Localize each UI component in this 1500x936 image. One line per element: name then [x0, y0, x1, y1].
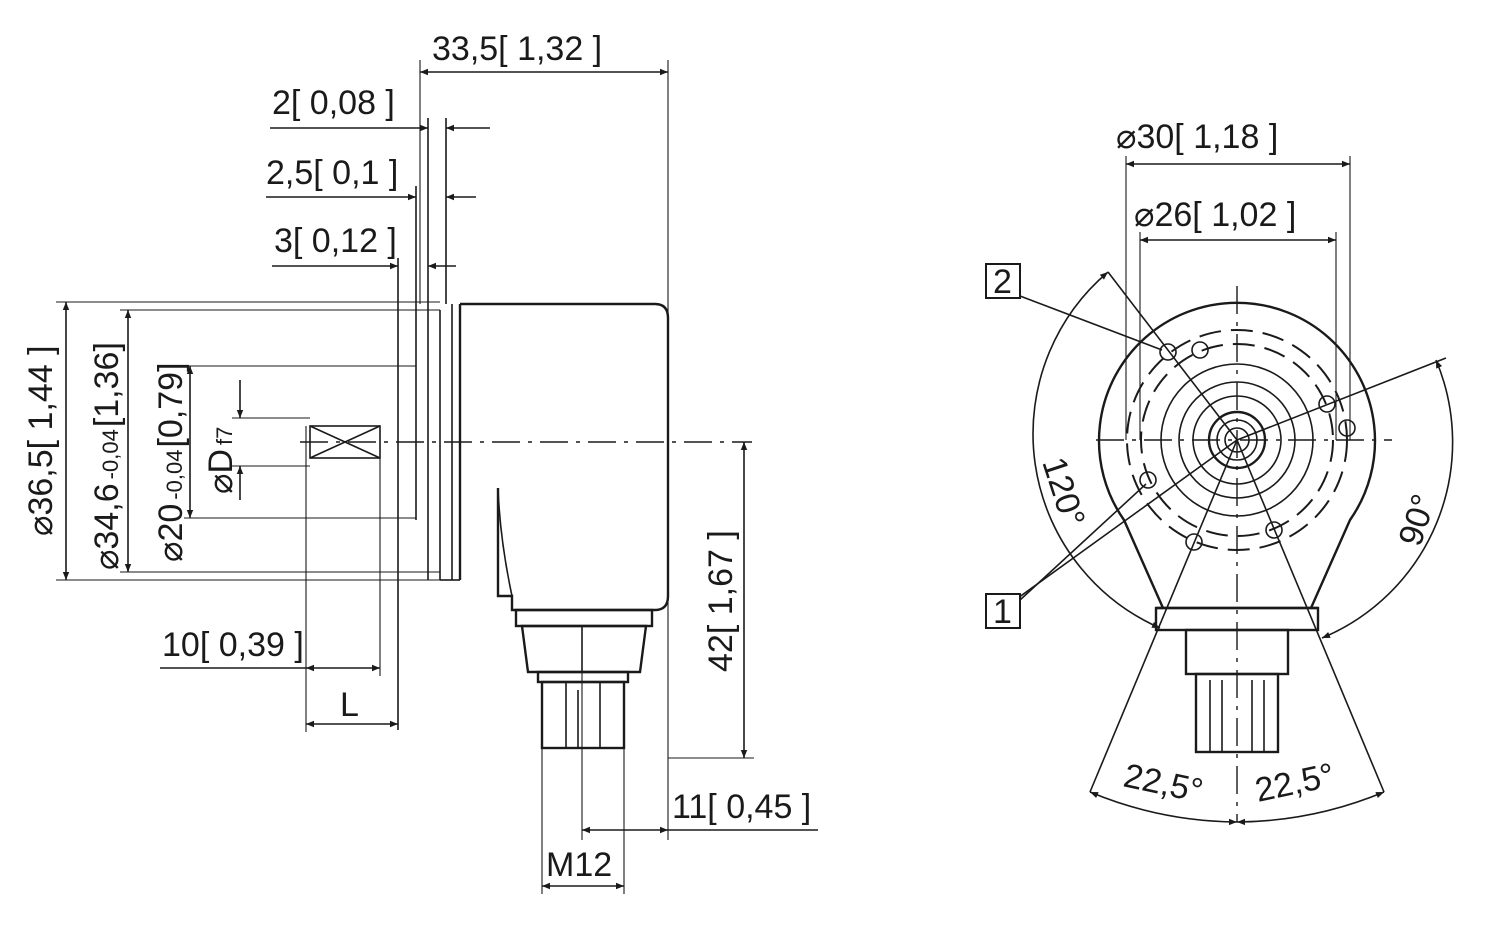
svg-text:⌀34,6-0,04[1,36]: ⌀34,6-0,04[1,36] [88, 342, 126, 570]
dim-flange-diameter: ⌀34,6-0,04[1,36] [88, 310, 132, 572]
svg-text:⌀20-0,04[0,79]: ⌀20-0,04[0,79] [152, 362, 190, 562]
svg-text:1⌀30[ 1,18 ]: 1⌀30[ 1,18 ] [1116, 118, 1278, 156]
svg-text:⌀36,5[ 1,44 ]: ⌀36,5[ 1,44 ] [22, 345, 60, 536]
front-view: 1⌀30[ 1,18 ] ⌀26[ 1,02 ] 2 1 120° [985, 118, 1454, 826]
dim-spigot-diameter: ⌀20-0,04[0,79] [152, 362, 194, 562]
dim-connector-thread: M12 [541, 748, 625, 894]
dim-shaft-depth: 10[ 0,39 ] [160, 426, 381, 732]
label-pcd-inner: 26[ 1,02 ] [1154, 196, 1296, 234]
dim-shaft-diameter: ⌀Df7 [202, 380, 244, 500]
label-shaft-diameter: D [202, 449, 240, 474]
label-spigot-diameter-inch: [0,79] [152, 362, 190, 447]
label-body-diameter: 36,5[ 1,44 ] [22, 345, 60, 515]
dim-body-diameter: ⌀36,5[ 1,44 ] [22, 302, 70, 580]
label-angle-left: 22,5° [1120, 757, 1206, 811]
label-shaft-depth: 10[ 0,39 ] [162, 626, 304, 664]
encoder-housing [439, 302, 670, 612]
side-view: 33,5[ 1,32 ] 2[ 0,08 ] 2,5[ 0,1 ] 3[ 0,1… [22, 30, 818, 894]
callout-2: 2 [985, 263, 1163, 351]
label-angle-right: 22,5° [1252, 756, 1338, 810]
label-spigot-tolerance: -0,04 [162, 450, 187, 500]
dim-overall-length: 33,5[ 1,32 ] [419, 30, 669, 840]
label-angle-90: 90° [1391, 490, 1443, 551]
svg-text:⌀26[ 1,02 ]: ⌀26[ 1,02 ] [1134, 196, 1296, 234]
dim-connector-height: 42[ 1,67 ] [668, 442, 754, 759]
label-spigot-diameter: 20 [152, 504, 190, 542]
dim-angle-90: 90° [1321, 359, 1454, 639]
m12-connector [514, 608, 654, 750]
dim-flange-step-3: 3[ 0,12 ] [272, 222, 456, 270]
label-flange-step-2: 2,5[ 0,1 ] [266, 154, 398, 192]
label-callout-1: 1 [993, 593, 1012, 631]
label-connector-height: 42[ 1,67 ] [702, 530, 740, 672]
label-angle-120: 120° [1034, 453, 1092, 532]
dim-pcd-outer: 1⌀30[ 1,18 ] [1116, 118, 1351, 440]
label-flange-step-1: 2[ 0,08 ] [272, 84, 395, 122]
label-flange-diameter-inch: [1,36] [88, 342, 126, 427]
label-connector-thread: M12 [546, 846, 612, 884]
label-shaft-length: L [340, 686, 359, 724]
dim-connector-offset: 11[ 0,45 ] [581, 672, 818, 840]
label-flange-diameter: 34,6 [88, 483, 126, 549]
dim-flange-step-2: 2,5[ 0,1 ] [266, 154, 476, 201]
shaft-section [309, 118, 447, 730]
callout-1: 1 [985, 483, 1147, 631]
label-flange-tolerance: -0,04 [98, 429, 123, 479]
label-connector-offset: 11[ 0,45 ] [672, 788, 811, 826]
label-flange-step-3: 3[ 0,12 ] [274, 222, 397, 260]
diameter-symbol: ⌀ [22, 516, 60, 536]
dim-pcd-inner: ⌀26[ 1,02 ] [1134, 196, 1337, 440]
label-overall-length: 33,5[ 1,32 ] [432, 30, 602, 68]
label-callout-2: 2 [993, 263, 1012, 301]
label-shaft-tolerance: f7 [212, 427, 237, 445]
dim-flange-step-1: 2[ 0,08 ] [270, 84, 490, 132]
svg-text:⌀Df7: ⌀Df7 [202, 427, 240, 494]
label-pcd-outer: 30[ 1,18 ] [1136, 118, 1278, 156]
dim-shaft-length: L [306, 686, 398, 728]
